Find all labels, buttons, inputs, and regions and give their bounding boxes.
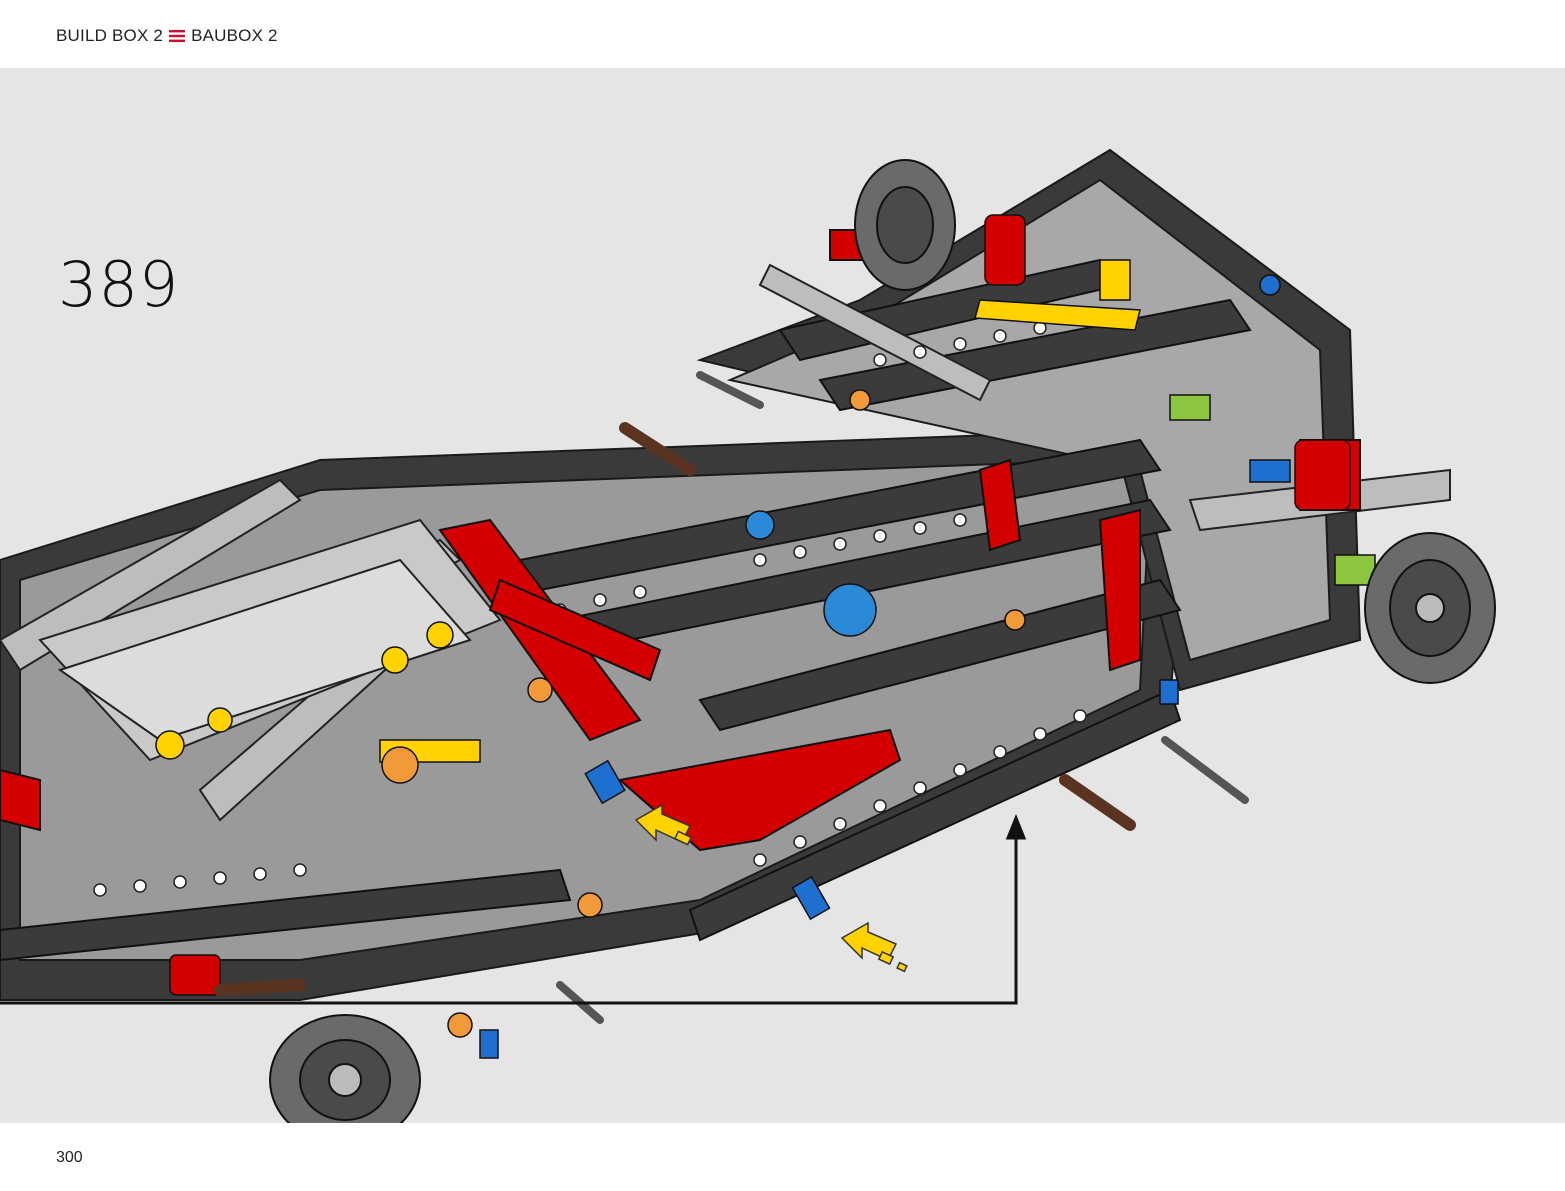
red-springs bbox=[169, 214, 1351, 996]
blue-pins bbox=[479, 274, 1291, 1059]
page-number: 300 bbox=[56, 1149, 83, 1166]
brown-axles bbox=[214, 422, 1136, 996]
page-footer bbox=[0, 1123, 1565, 1191]
yellow-parts bbox=[155, 259, 1141, 763]
main-frame bbox=[0, 148, 1362, 1001]
callout-pointer bbox=[0, 813, 1027, 1005]
page-header: BUILD BOX 2 BAUBOX 2 bbox=[0, 0, 1565, 68]
instruction-illustration-area: 389 bbox=[0, 68, 1565, 1123]
engine-block bbox=[38, 518, 502, 762]
breadcrumb: BUILD BOX 2 BAUBOX 2 bbox=[56, 26, 278, 46]
brake-disc-rear bbox=[854, 159, 956, 291]
insert-arrow-upper bbox=[634, 803, 693, 846]
triple-bar-icon bbox=[169, 30, 186, 42]
step-number: 389 bbox=[58, 248, 180, 321]
breadcrumb-build-box: BUILD BOX 2 bbox=[56, 26, 164, 45]
orange-pins bbox=[381, 389, 1026, 1038]
chassis-model-illustration bbox=[0, 148, 1496, 1123]
insert-arrow-lower bbox=[840, 921, 908, 973]
brake-disc-bottom bbox=[269, 1014, 421, 1123]
red-parts bbox=[0, 229, 1361, 852]
brake-disc-front bbox=[1364, 532, 1496, 684]
breadcrumb-baubox: BAUBOX 2 bbox=[191, 26, 278, 45]
blue-gear bbox=[745, 510, 877, 637]
